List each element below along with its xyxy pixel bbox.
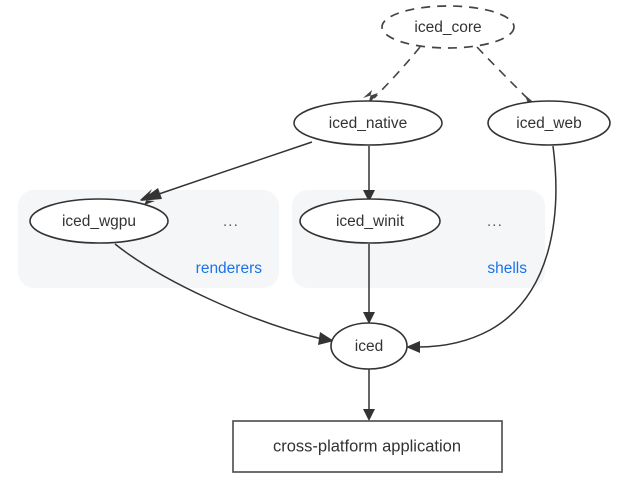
node-iced_wgpu[interactable]: iced_wgpu (29, 198, 169, 244)
node-iced_core[interactable]: iced_core (381, 5, 515, 49)
node-iced_native-shape[interactable] (293, 100, 443, 146)
edge-iced_native-to-iced_wgpu (140, 141, 313, 205)
edge-iced_core-to-iced_native (363, 46, 421, 105)
node-iced_wgpu-shape[interactable] (29, 198, 169, 244)
node-app-shape[interactable] (232, 420, 503, 473)
edge-iced_web-to-iced (406, 145, 557, 353)
edge-iced_winit-to-iced (363, 244, 375, 324)
node-iced_winit-shape[interactable] (299, 198, 441, 244)
node-iced-shape[interactable] (330, 322, 408, 370)
edge-iced-to-app (363, 369, 375, 421)
node-iced[interactable]: iced (330, 322, 408, 370)
node-iced_web[interactable]: iced_web (487, 100, 611, 146)
node-iced_winit[interactable]: iced_winit (299, 198, 441, 244)
node-iced_native[interactable]: iced_native (293, 100, 443, 146)
node-cross-platform-application[interactable]: cross-platform application (232, 420, 503, 473)
edge-iced_native-to-iced_winit (363, 146, 375, 202)
edge-iced_wgpu-to-iced (114, 243, 334, 345)
node-iced_core-shape[interactable] (381, 5, 515, 49)
node-iced_web-shape[interactable] (487, 100, 611, 146)
